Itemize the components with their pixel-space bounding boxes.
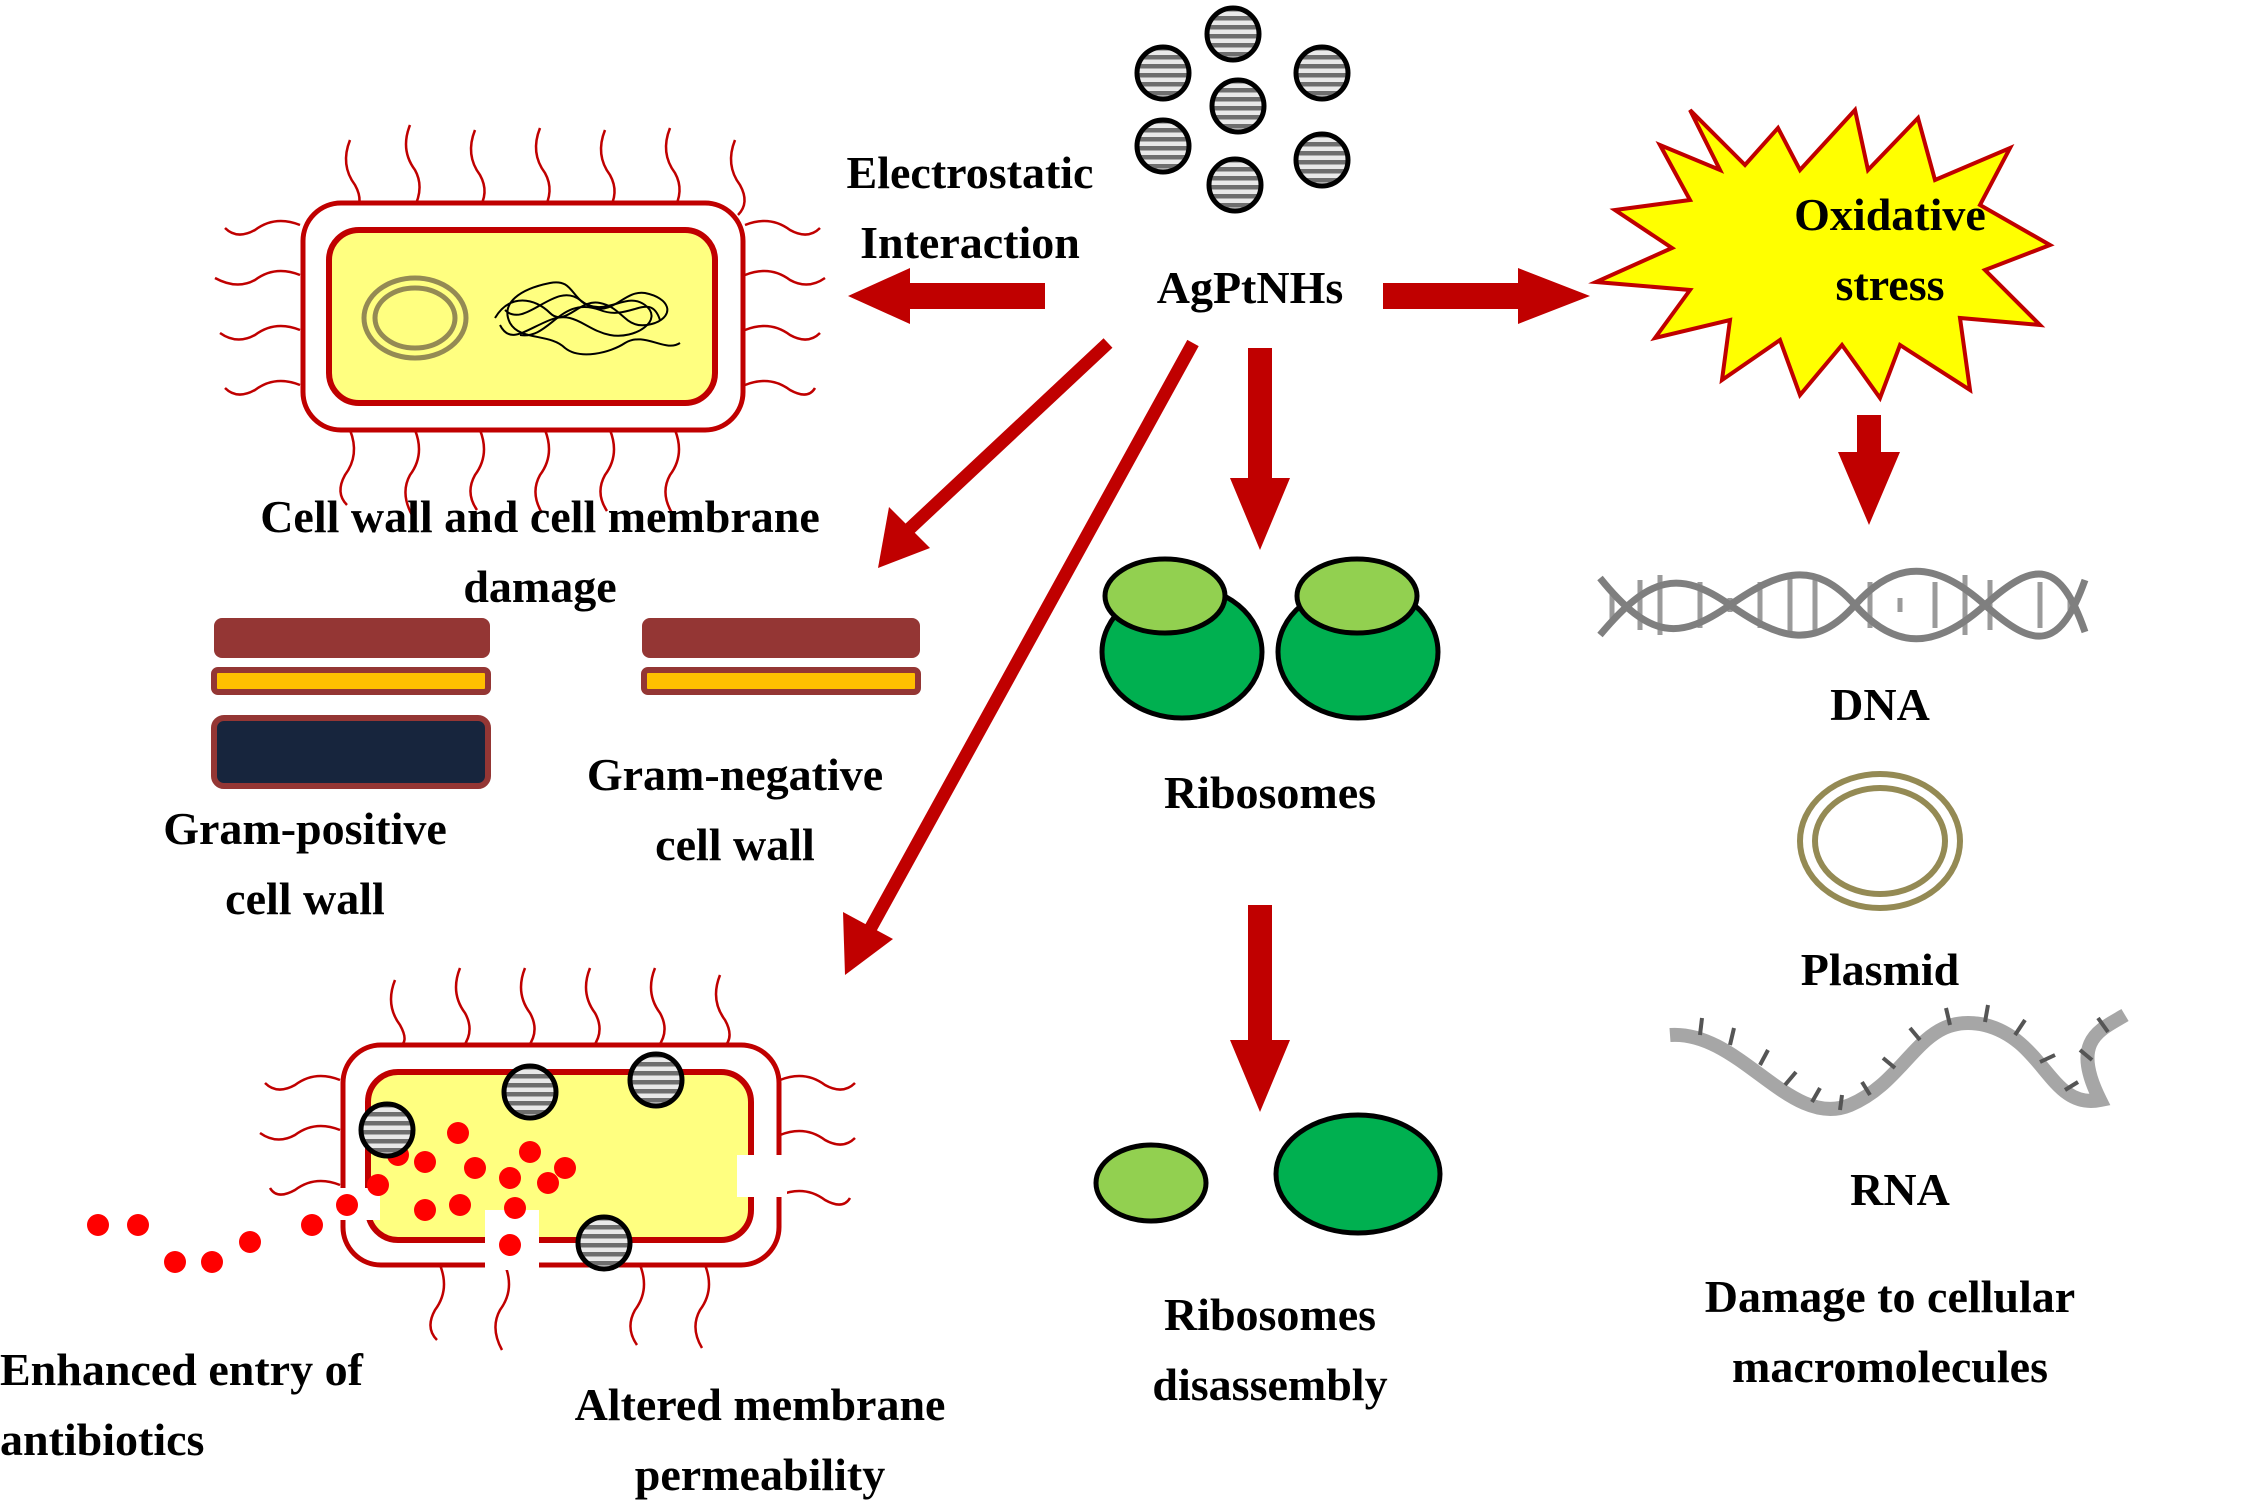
- label-line: Oxidative: [1794, 189, 1986, 240]
- label-agptnhs: AgPtNHs: [1156, 262, 1344, 313]
- label-cell-damage: Cell wall and cell membrane damage: [160, 482, 920, 622]
- label-line: Cell wall and cell membrane: [260, 491, 820, 542]
- nanoparticle-icon: [578, 1217, 630, 1269]
- bacterium-permeability-icon: [87, 967, 856, 1351]
- label-line: Gram-negative: [586, 749, 884, 800]
- membrane-pore: [737, 1155, 787, 1197]
- ribosome-subunits-icon: [1093, 1112, 1443, 1236]
- bacterium-icon: [214, 124, 826, 516]
- antibiotic-dots: [87, 1122, 576, 1273]
- label-gram-negative: Gram-negative cell wall: [530, 740, 940, 880]
- gram-negative-wall-icon: [641, 618, 921, 695]
- label-oxidative-stress: Oxidative stress: [1690, 180, 2090, 320]
- label-permeability: Altered membrane permeability: [500, 1370, 1020, 1510]
- arrow-to-disassembly: [1230, 905, 1290, 1112]
- dna-helix-icon: [1597, 567, 2089, 643]
- label-line: Ribosomes: [1163, 1289, 1377, 1340]
- label-line: Gram-positive: [163, 803, 447, 854]
- rna-strand-icon: [1669, 1004, 2129, 1116]
- label-line: stress: [1835, 259, 1945, 310]
- label-line: Altered membrane: [574, 1379, 946, 1430]
- gram-positive-wall-icon: [211, 618, 491, 789]
- arrow-to-cell-wall: [878, 338, 1113, 568]
- arrows: [843, 268, 1900, 1112]
- nanoparticle-icon: [630, 1054, 682, 1106]
- nanoparticle-icon: [1207, 8, 1259, 60]
- label-line: Enhanced entry of: [0, 1344, 363, 1395]
- nanoparticle-icon: [1212, 80, 1264, 132]
- nanoparticle-icon: [1209, 159, 1261, 211]
- arrow-to-dna: [1838, 415, 1900, 525]
- label-antibiotics: Enhanced entry of antibiotics: [0, 1335, 480, 1475]
- label-macromolecules: Damage to cellular macromolecules: [1630, 1262, 2150, 1402]
- nanoparticle-icon: [1296, 134, 1348, 186]
- label-dna: DNA: [1830, 679, 1930, 730]
- nanoparticle-icon: [504, 1066, 556, 1118]
- label-plasmid: Plasmid: [1800, 944, 1960, 995]
- nanoparticle-icon: [1296, 47, 1348, 99]
- nanoparticle-icon: [1137, 47, 1189, 99]
- label-line: disassembly: [1152, 1359, 1388, 1410]
- label-line: Damage to cellular: [1704, 1271, 2076, 1322]
- ribosome-icon: [1275, 556, 1441, 721]
- nanoparticle-icon: [361, 1104, 413, 1156]
- label-ribosomes: Ribosomes: [1163, 767, 1377, 818]
- label-ribosomes-disassembly: Ribosomes disassembly: [1080, 1280, 1460, 1420]
- label-line: macromolecules: [1732, 1341, 2048, 1392]
- label-line: Interaction: [860, 217, 1080, 268]
- plasmid-icon: [361, 275, 469, 361]
- label-line: damage: [463, 561, 617, 612]
- chromosome-icon: [494, 281, 681, 356]
- oxidative-burst-icon: [1588, 105, 2055, 403]
- plasmid-icon: [1797, 771, 1963, 911]
- label-line: Electrostatic: [846, 147, 1094, 198]
- ribosome-icon: [1099, 556, 1265, 721]
- label-line: cell wall: [655, 819, 815, 870]
- label-line: cell wall: [225, 873, 385, 924]
- arrow-to-cell: [848, 268, 1045, 324]
- arrow-to-permeability: [843, 339, 1199, 975]
- label-rna: RNA: [1850, 1164, 1950, 1215]
- label-line: antibiotics: [0, 1414, 205, 1465]
- label-electrostatic-interaction: Electrostatic Interaction: [770, 138, 1170, 278]
- arrow-to-oxidative: [1383, 268, 1590, 324]
- label-line: permeability: [634, 1449, 886, 1500]
- label-gram-positive: Gram-positive cell wall: [100, 794, 510, 934]
- arrow-to-ribosomes: [1230, 348, 1290, 550]
